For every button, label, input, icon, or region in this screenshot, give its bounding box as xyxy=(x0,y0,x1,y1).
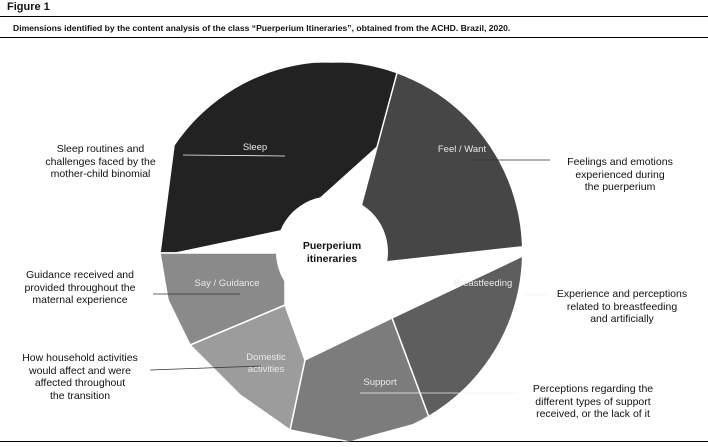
annotation-line: affected throughout xyxy=(34,377,126,389)
donut-segments xyxy=(159,62,522,442)
annotation-line: Experience and perceptions xyxy=(556,288,688,300)
segment-label-line: Support xyxy=(363,377,397,388)
annotation-line: Feelings and emotions xyxy=(567,156,673,168)
annotation-line: maternal experience xyxy=(32,294,128,306)
annotation-line: received, or the lack of it xyxy=(536,408,650,420)
caption-rule xyxy=(0,37,708,38)
segment-label-line: Breastfeeding xyxy=(454,278,513,289)
annotation-line: Guidance received and xyxy=(26,269,134,281)
annotation-line: the transition xyxy=(49,389,111,402)
segment-label-breastfeeding: Breastfeeding xyxy=(454,278,513,289)
leader-line-domestic-activities xyxy=(149,365,263,371)
segment-label-say-guidance: Say / Guidance xyxy=(195,278,260,289)
leader-lines xyxy=(149,154,550,394)
segment-label-line: activities xyxy=(248,364,285,375)
annotation-line: different types of support xyxy=(535,395,651,408)
annotation-line: and artificially xyxy=(590,313,654,325)
segment-label-support: Support xyxy=(363,377,397,388)
annotation-line: mother-child binomial xyxy=(50,168,151,180)
annotation-line: the puerperium xyxy=(584,181,656,193)
segment-label-line: Domestic xyxy=(246,352,286,363)
annotation-line: related to breastfeeding xyxy=(566,300,678,313)
segment-label-line: Say / Guidance xyxy=(195,278,260,289)
annotation-line: would affect and were xyxy=(29,364,131,377)
annotation-line: Sleep routines and xyxy=(56,143,145,155)
segment-label-line: Feel / Want xyxy=(438,144,487,155)
leader-line-sleep xyxy=(182,154,286,157)
figure-caption: Dimensions identified by the content ana… xyxy=(13,23,511,33)
annotation-line: experienced during xyxy=(575,168,665,181)
annotation-line: provided throughout the xyxy=(24,281,136,294)
segment-label-feel-want: Feel / Want xyxy=(438,144,487,155)
annotation-line: How household activities xyxy=(22,352,138,364)
center-title-line2: itineraries xyxy=(307,253,357,265)
annotation-line: challenges faced by the xyxy=(45,155,156,168)
figure-label: Figure 1 xyxy=(7,1,50,13)
top-rule xyxy=(0,16,708,17)
segment-say-guidance xyxy=(159,252,286,346)
bottom-rule xyxy=(0,441,708,442)
donut-hole xyxy=(276,196,388,308)
segment-label-line: Sleep xyxy=(243,142,267,153)
segment-label-sleep: Sleep xyxy=(243,142,267,153)
center-title-line1: Puerperium xyxy=(303,240,361,252)
annotation-line: Perceptions regarding the xyxy=(532,383,654,395)
